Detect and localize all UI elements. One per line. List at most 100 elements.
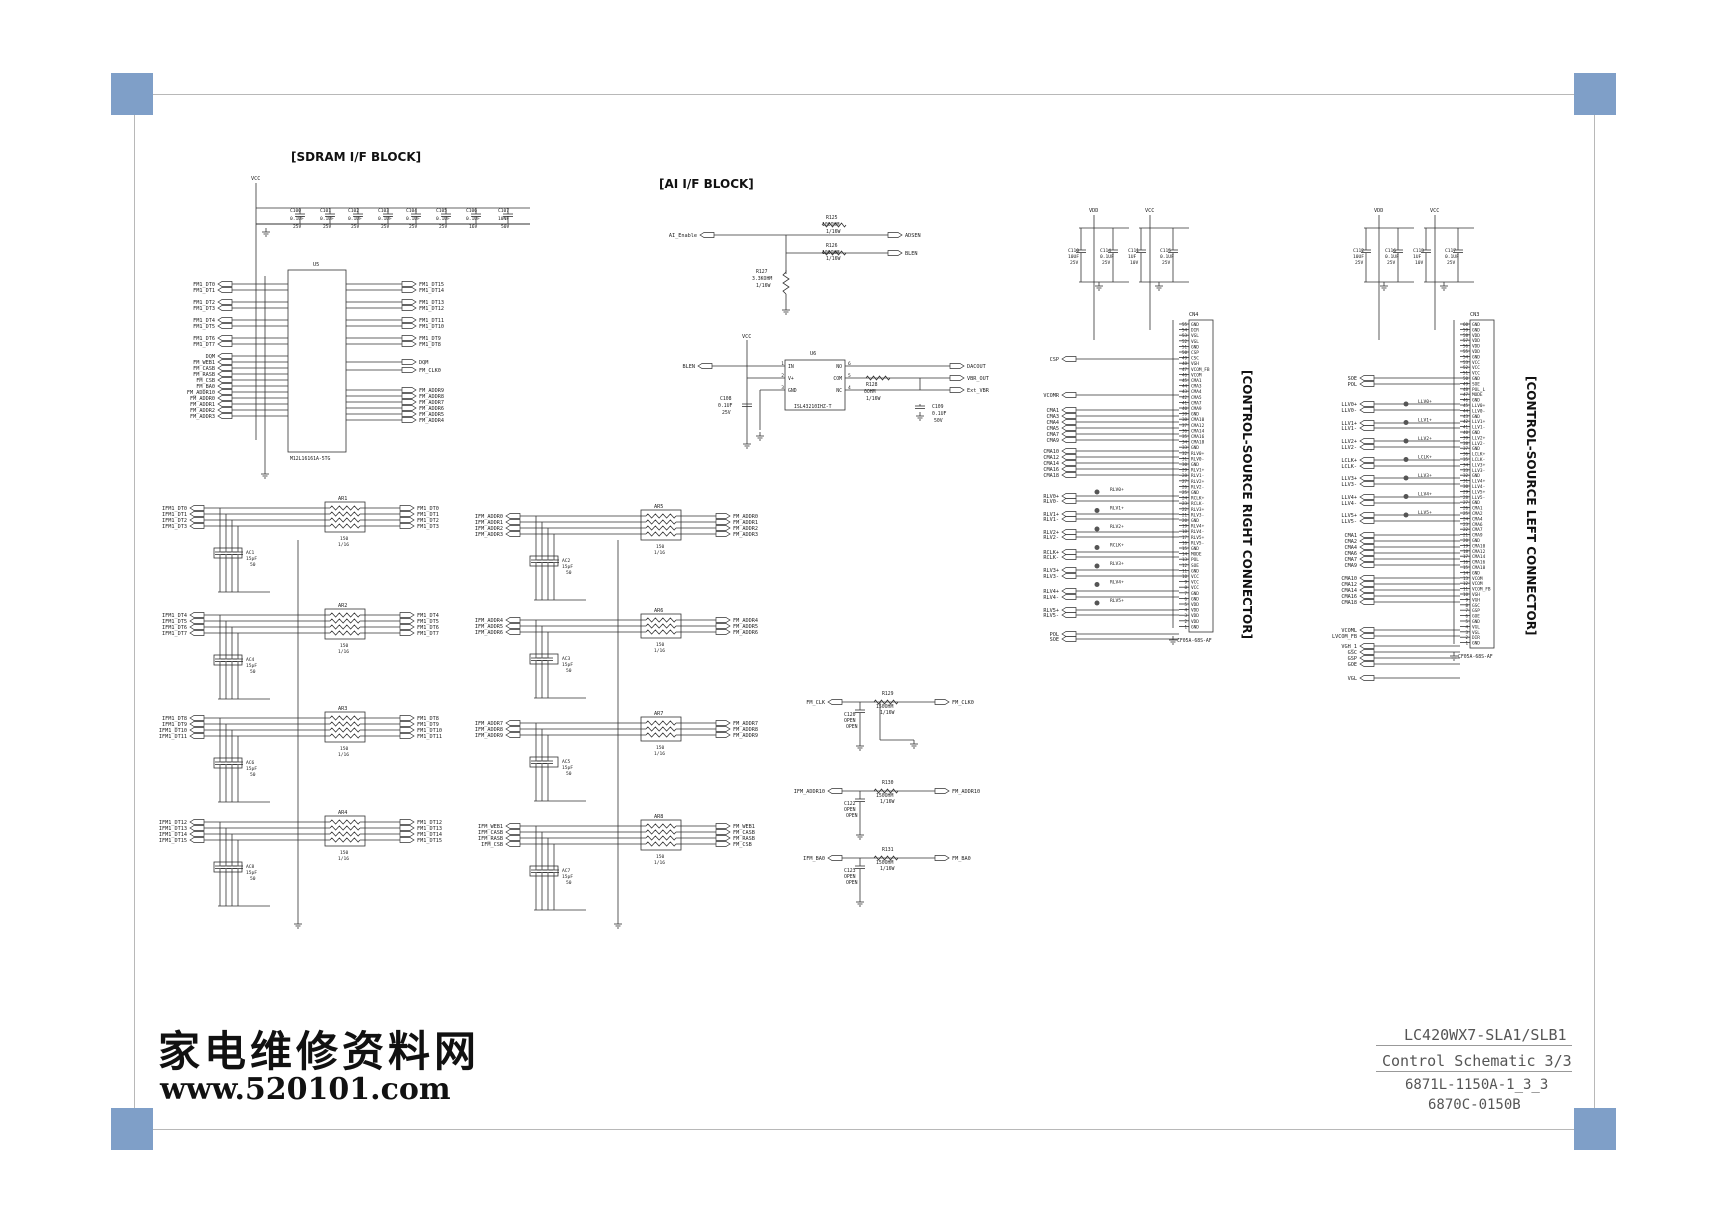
pair-label: LCLK+: [1418, 455, 1432, 461]
connector-pin-number: 23: [1463, 522, 1469, 527]
port-label: FM1_DT12: [419, 306, 444, 312]
connector-ref: CN4: [1189, 312, 1198, 318]
array-in-port: [505, 623, 521, 629]
connector-pin-name: VCC: [1191, 585, 1199, 591]
cap-array-ref: AC7: [562, 868, 571, 874]
port-label: CMA4: [1345, 545, 1358, 551]
port-label: CMA1: [1345, 533, 1358, 539]
port-label: LLV4-: [1341, 501, 1357, 507]
signal-port: [217, 353, 233, 359]
port-label: FM1_DT9: [417, 722, 439, 728]
blen-port: [887, 250, 903, 256]
port-label: LCLK+: [1341, 458, 1357, 464]
connector-pin-name: GND: [1472, 641, 1480, 647]
port-label: FM_ADDR8: [419, 394, 444, 400]
connector-pin-name: GND: [1472, 376, 1480, 382]
connector-pin-name: LLV2+: [1472, 435, 1486, 441]
signal-port: [217, 365, 233, 371]
port-label: IFM_ADDR0: [475, 514, 503, 520]
cap-ref: C107: [498, 208, 509, 214]
array-in-port: [189, 721, 205, 727]
array-resistor: [329, 511, 361, 517]
signal-port: [401, 359, 417, 365]
port-label: FM_ADDR2: [733, 526, 758, 532]
cap-value: 0.1UF: [718, 403, 733, 409]
port-label: LLV3-: [1341, 482, 1357, 488]
port-label: POL: [1348, 382, 1357, 388]
cap-ref: C102: [348, 208, 359, 214]
port-label: LLV5-: [1341, 519, 1357, 525]
port-label: RLV1-: [1043, 517, 1059, 523]
port-label: IFM1_DT9: [162, 722, 187, 728]
connector-pin-number: 9: [1184, 580, 1187, 585]
connector-input-port: [1359, 475, 1375, 481]
array-out-port: [715, 519, 731, 525]
port-label: LLV1+: [1341, 421, 1357, 427]
connector-input-port: [1061, 612, 1077, 618]
title-part-no: 6870C-0150B: [1428, 1097, 1521, 1113]
port-label: FM_ADDR1: [733, 520, 758, 526]
port-label: IFM_BA0: [803, 856, 825, 862]
connector-pin-name: VDD: [1191, 619, 1199, 625]
port-label: CMA7: [1345, 557, 1358, 563]
connector-pin-name: VDD: [1472, 344, 1480, 350]
array-in-port: [505, 629, 521, 635]
port-label: CMA12: [1341, 582, 1357, 588]
array-out-port: [715, 720, 731, 726]
connector-input-port: [1061, 392, 1077, 398]
port-label: FM1_DT13: [419, 300, 444, 306]
port-label: IFM1_DT14: [159, 832, 187, 838]
array-in-port: [505, 617, 521, 623]
port-label: IFM1_DT13: [159, 826, 187, 832]
connector-pin-name: VCOM: [1472, 576, 1483, 582]
connector-pin-name: LLV2-: [1472, 441, 1485, 447]
array-resistor: [645, 513, 677, 519]
connector-pin-number: 47: [1182, 367, 1188, 372]
twisted-pair-marker: [1403, 475, 1409, 481]
port-label: IFM_ADDR4: [475, 618, 503, 624]
cap-ref: C113: [1413, 248, 1424, 254]
connector-pin-number: 8: [1465, 603, 1468, 608]
connector-pin-number: 22: [1463, 527, 1469, 532]
connector-pin-number: 3: [1184, 613, 1187, 618]
pin-number: 3: [781, 385, 784, 391]
connector-input-port: [1359, 425, 1375, 431]
array-power: 1/16: [654, 860, 665, 866]
cap-array-value: 15pF: [246, 663, 257, 669]
res-ref: R130: [882, 780, 894, 786]
resistor-array-box: [324, 608, 366, 640]
connector-pin-number: 18: [1182, 529, 1188, 534]
cap-value: 0.1UF: [1100, 254, 1114, 260]
res-ref: R128: [866, 382, 878, 388]
port-label: FM_ADDR8: [733, 727, 758, 733]
port-label: RLV3-: [1043, 574, 1059, 580]
connector-pin-name: GND: [1191, 546, 1199, 552]
connector-pin-name: LLV4+: [1472, 479, 1486, 485]
connector-part: CF05A-68S-AF: [1177, 638, 1212, 644]
port-label: IFM1_DT0: [162, 506, 187, 512]
connector-pin-number: 37: [1463, 446, 1469, 451]
corner-mark-bottom-left: [111, 1108, 153, 1150]
connector-input-port: [1061, 594, 1077, 600]
connector-pin-name: RLV5-: [1191, 540, 1204, 546]
connector-pin-name: CMA2: [1472, 511, 1483, 517]
connector-pin-number: 25: [1463, 511, 1469, 516]
connector-pin-name: VCC: [1472, 360, 1480, 366]
port-label: RLV0+: [1043, 494, 1059, 500]
connector-input-port: [1359, 675, 1375, 681]
port-label: FM1_DT4: [193, 318, 215, 324]
array-in-port: [189, 523, 205, 529]
array-out-port: [399, 819, 415, 825]
cap-array-voltage: 50: [250, 669, 256, 675]
port-label: FM_CLK0: [419, 368, 441, 374]
array-power: 1/16: [654, 550, 665, 556]
connector-pin-number: 52: [1182, 339, 1188, 344]
port-label: FM1_DT15: [419, 282, 444, 288]
cap-value: 10UF: [1068, 254, 1079, 260]
port-label: IFM_ADDR10: [794, 789, 825, 795]
connector-pin-number: 49: [1463, 381, 1469, 386]
connector-pin-number: 36: [1182, 428, 1188, 433]
connector-pin-number: 42: [1182, 395, 1188, 400]
resistor-array-box: [640, 509, 682, 541]
port-label: CMA10: [1043, 449, 1059, 455]
